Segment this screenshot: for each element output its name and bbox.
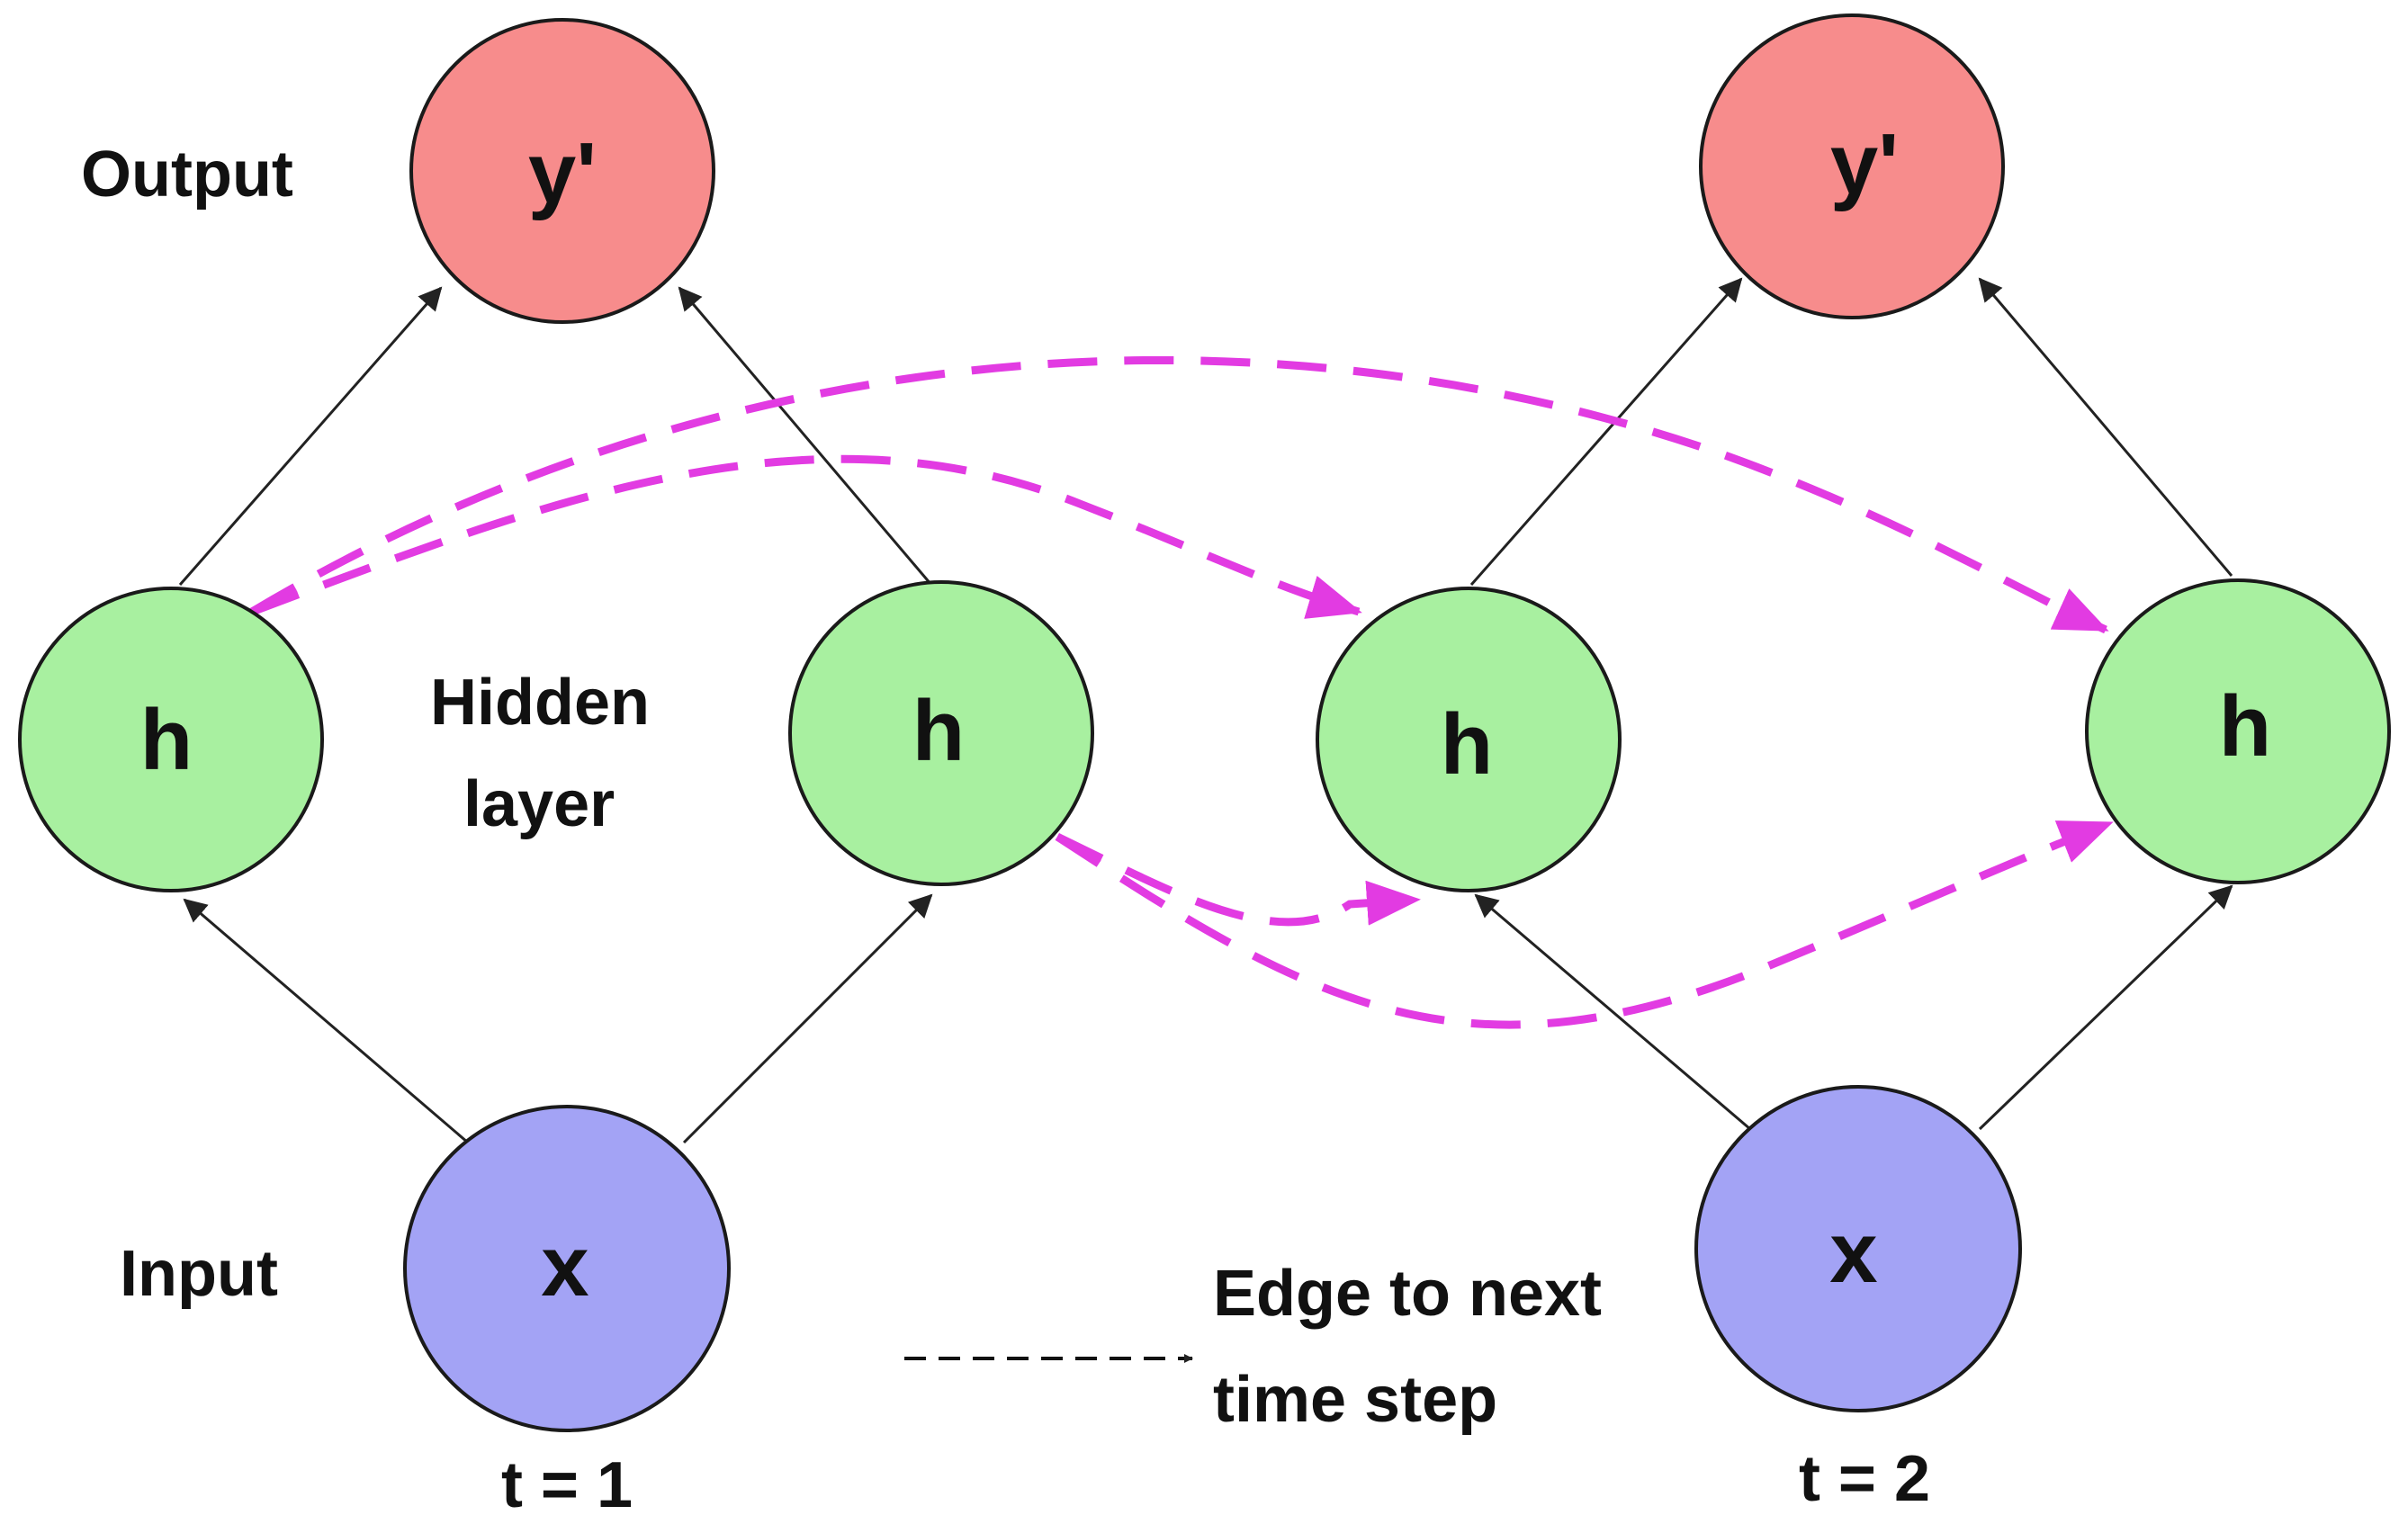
recurrent-edge-h2-to-h3 [1056, 832, 1421, 927]
legend: Edge to next time step [904, 1258, 1602, 1436]
layer-labels: Output Hidden layer Input [81, 139, 650, 1310]
output-layer-label: Output [81, 139, 293, 211]
t2-solid-edges [1469, 277, 2233, 1131]
t2-nodes: y' h h x [1316, 13, 2391, 1412]
recurrent-edge-h1-to-h3 [250, 454, 1362, 619]
legend-text-line1: Edge to next [1213, 1258, 1602, 1330]
t1-solid-edges [178, 286, 933, 1144]
edge-t1-hidden-right-to-output [678, 286, 933, 586]
edge-t1-hidden-left-to-output [178, 286, 443, 586]
t1-input-node [403, 1105, 731, 1432]
t2-hidden-left-label: h [1441, 696, 1494, 793]
t1-hidden-node-left [18, 587, 324, 892]
t2-input-node [1694, 1085, 2022, 1412]
t1-hidden-node-right [788, 580, 1094, 886]
edge-t2-hidden-right-to-output [1978, 277, 2233, 577]
t2-hidden-right-label: h [2219, 678, 2272, 775]
edge-t2-input-to-hidden-left [1474, 893, 1751, 1131]
t1-hidden-right-label: h [912, 683, 966, 779]
legend-text-line2: time step [1213, 1364, 1497, 1436]
edge-t1-input-to-hidden-right [682, 893, 933, 1144]
recurrent-edge-h2-to-h4 [1055, 819, 2114, 1029]
edge-t1-input-to-hidden-left [183, 898, 469, 1144]
recurrent-edge-h1-to-h4 [249, 355, 2109, 634]
time-labels: t = 1 t = 2 [501, 1443, 1930, 1521]
t2-hidden-node-right [2085, 578, 2391, 884]
hidden-layer-label-line2: layer [463, 768, 615, 840]
input-layer-label: Input [120, 1238, 278, 1310]
t2-output-node [1699, 13, 2005, 319]
edge-t2-hidden-left-to-output [1469, 277, 1743, 586]
t2-hidden-node-left [1316, 587, 1622, 892]
edge-t2-input-to-hidden-right [1978, 884, 2233, 1131]
t1-output-node [409, 18, 715, 324]
t1-input-label: x [541, 1218, 589, 1314]
t1-hidden-left-label: h [140, 692, 193, 788]
t2-time-label: t = 2 [1799, 1443, 1930, 1515]
t2-input-label: x [1829, 1205, 1877, 1301]
hidden-layer-label-line1: Hidden [430, 667, 650, 739]
recurrent-edges [249, 355, 2114, 1029]
t1-output-label: y' [528, 125, 597, 221]
t1-time-label: t = 1 [501, 1449, 633, 1521]
t1-nodes: y' h h x [18, 18, 1094, 1432]
t2-output-label: y' [1830, 116, 1899, 212]
